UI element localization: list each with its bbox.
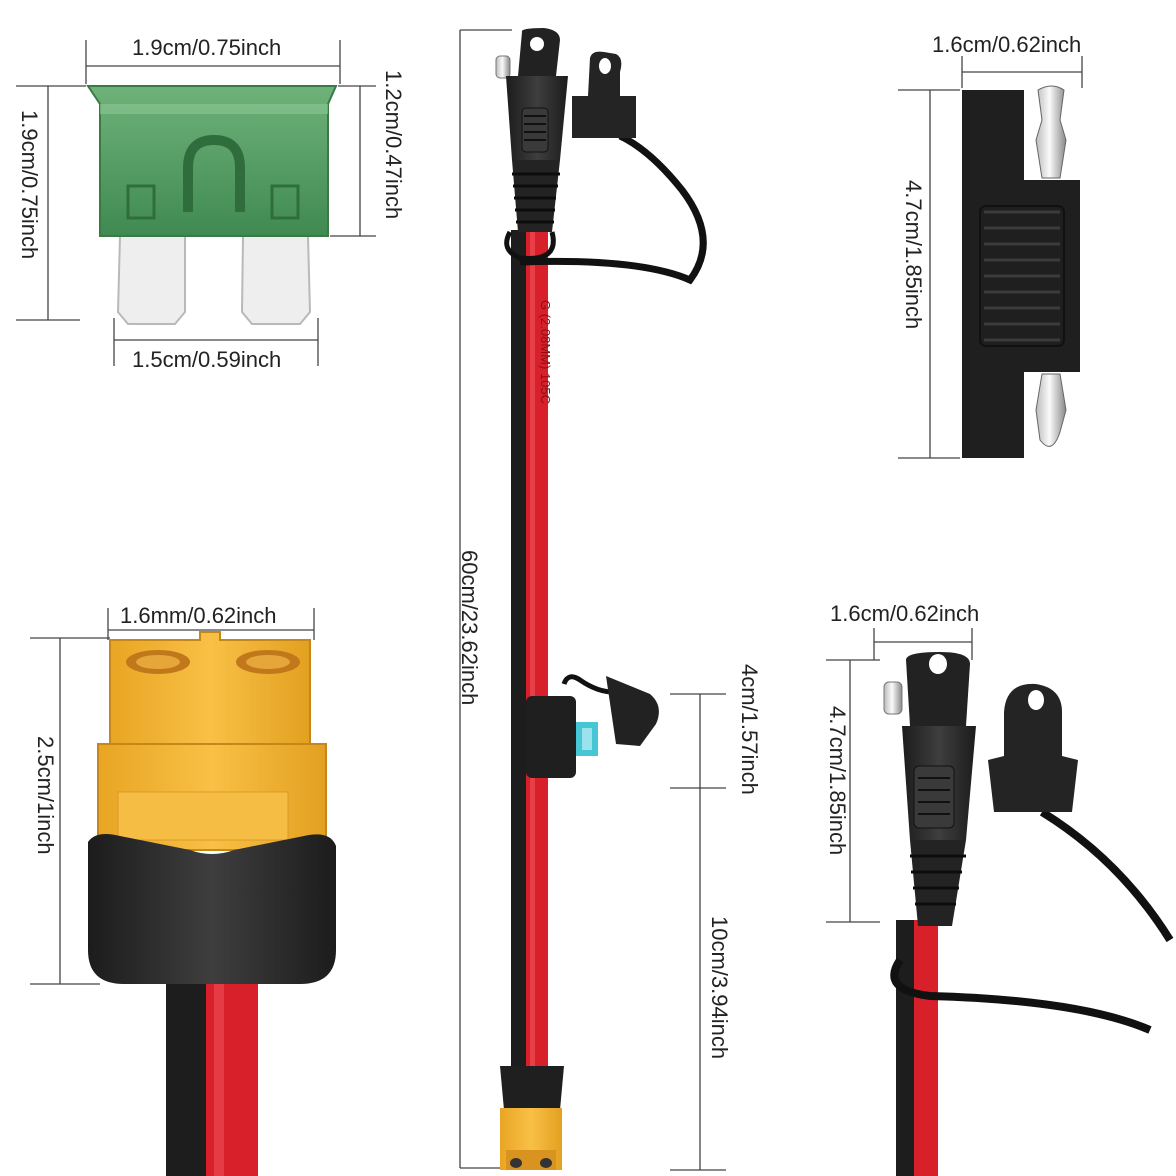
- adapter-dimension-lines: [898, 56, 1083, 459]
- xt60-width-label: 1.6mm/0.62inch: [120, 603, 277, 628]
- fuse-top-width-label: 1.9cm/0.75inch: [132, 35, 282, 60]
- blade-fuse: [86, 85, 338, 325]
- cable-dimension-lines: [459, 29, 726, 1171]
- cable-print-text: G (2.08MM) 105C: [538, 300, 553, 404]
- sae-plug-height-label: 4.7cm/1.85inch: [825, 706, 850, 856]
- sae-plug-with-cap: [883, 652, 1174, 1176]
- sae-plug-width-label: 1.6cm/0.62inch: [830, 601, 980, 626]
- cable-sae-plug: [495, 28, 568, 232]
- fuse-dimension-lines: [16, 40, 376, 366]
- adapter-height-label: 4.7cm/1.85inch: [901, 180, 926, 330]
- fuse-body-height-label: 1.2cm/0.47inch: [381, 70, 406, 220]
- adapter-width-label: 1.6cm/0.62inch: [932, 32, 1082, 57]
- xt60-dimension-lines: [30, 608, 315, 985]
- cable-dust-cap: [572, 51, 636, 138]
- extension-cable: [504, 132, 707, 1110]
- cable-xt60-connector: [500, 1066, 564, 1170]
- xt60-height-label: 2.5cm/1inch: [33, 736, 58, 855]
- fuse-blade-width-label: 1.5cm/0.59inch: [132, 347, 282, 372]
- fuse-total-height-label: 1.9cm/0.75inch: [17, 110, 42, 260]
- xt60-female-connector: [88, 631, 336, 1176]
- sae-plug-dimension-lines: [826, 628, 973, 923]
- fuse-holder-length-label: 4cm/1.57inch: [737, 664, 762, 795]
- inline-fuse-holder: [526, 674, 659, 778]
- sae-polarity-adapter: [962, 85, 1080, 458]
- cable-length-label: 60cm/23.62inch: [457, 550, 482, 706]
- xt60-tail-length-label: 10cm/3.94inch: [707, 916, 732, 1060]
